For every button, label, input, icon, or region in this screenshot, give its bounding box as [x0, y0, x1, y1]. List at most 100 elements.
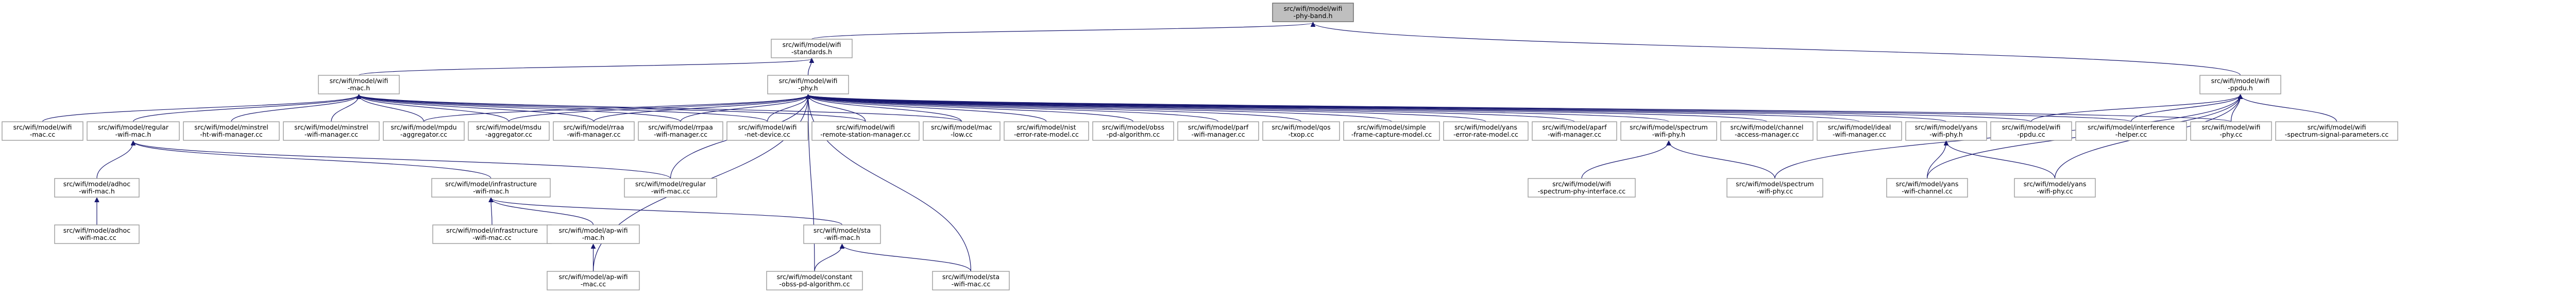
file-node[interactable]: src/wifi/model/ideal-wifi-manager.cc [1817, 121, 1902, 141]
file-node[interactable]: src/wifi/model/channel-access-manager.cc [1720, 121, 1814, 141]
node-box [1886, 178, 1968, 198]
node-label-line: -wifi-mac.cc [651, 187, 690, 195]
node-box [2190, 121, 2272, 141]
node-label-line: src/wifi/model/wifi [2308, 123, 2366, 131]
file-node[interactable]: src/wifi/model/adhoc-wifi-mac.h [54, 178, 140, 198]
file-node[interactable]: src/wifi/model/sta-wifi-mac.cc [932, 271, 1010, 290]
node-label-line: -aggregator.cc [400, 131, 447, 138]
node-box [1004, 121, 1089, 141]
node-box [1905, 121, 1987, 141]
node-label-line: -mac.h [582, 234, 604, 241]
file-node[interactable]: src/wifi/model/infrastructure-wifi-mac.h [431, 178, 551, 198]
file-node[interactable]: src/wifi/model/simple-frame-capture-mode… [1343, 121, 1440, 141]
file-node[interactable]: src/wifi/model/nist-error-rate-model.cc [1004, 121, 1089, 141]
file-node[interactable]: src/wifi/model/wifi-net-device.cc [726, 121, 808, 141]
node-label-line: src/wifi/model/spectrum [1630, 123, 1708, 131]
dependency-edge [1581, 141, 1669, 179]
file-node[interactable]: src/wifi/model/parf-wifi-manager.cc [1177, 121, 1259, 141]
dependency-edge [2130, 95, 2241, 122]
node-box [767, 75, 849, 94]
node-box [932, 271, 1010, 290]
node-label-line: src/wifi/model/msdu [476, 123, 541, 131]
dependency-edge [359, 95, 510, 122]
node-label-line: src/wifi/model/rraa [564, 123, 624, 131]
node-label-line: src/wifi/model/minstrel [194, 123, 268, 131]
node-label-line: -mac.h [348, 84, 370, 92]
dependency-edge [133, 141, 492, 179]
file-node[interactable]: src/wifi/model/aparf-wifi-manager.cc [1532, 121, 1617, 141]
dependency-edge [359, 95, 425, 122]
node-layer: src/wifi/model/wifi-phy-band.hsrc/wifi/m… [2, 3, 2398, 290]
node-label-line: src/wifi/model/yans [1896, 180, 1959, 188]
dependency-edge [2241, 95, 2337, 122]
file-node[interactable]: src/wifi/model/rraa-wifi-manager.cc [553, 121, 635, 141]
file-node[interactable]: src/wifi/model/wifi-spectrum-phy-interfa… [1528, 178, 1636, 198]
file-node[interactable]: src/wifi/model/interference-helper.cc [2075, 121, 2187, 141]
node-label-line: src/wifi/model/wifi [330, 77, 388, 85]
node-label-line: -pd-algorithm.cc [1107, 131, 1160, 138]
dependency-edge [508, 95, 808, 122]
file-node[interactable]: src/wifi/model/ap-wifi-mac.cc [547, 271, 640, 290]
dependency-edge [491, 198, 594, 225]
file-node[interactable]: src/wifi/model/rrpaa-wifi-manager.cc [638, 121, 723, 141]
file-node[interactable]: src/wifi/model/wifi-remote-station-manag… [811, 121, 920, 141]
node-label-line: src/wifi/model/wifi [738, 123, 797, 131]
node-label-line: src/wifi/model/wifi [2202, 123, 2261, 131]
file-node[interactable]: src/wifi/model/infrastructure-wifi-mac.c… [432, 224, 552, 244]
node-label-line: src/wifi/model/obss [1102, 123, 1164, 131]
node-box [468, 121, 550, 141]
file-node[interactable]: src/wifi/model/regular-wifi-mac.h [87, 121, 180, 141]
file-node[interactable]: src/wifi/model/spectrum-wifi-phy.cc [1726, 178, 1823, 198]
file-node[interactable]: src/wifi/model/wifi-standards.h [771, 39, 853, 58]
node-box [771, 39, 853, 58]
node-label-line: src/wifi/model/spectrum [1736, 180, 1814, 188]
node-label-line: -obss-pd-algorithm.cc [779, 280, 850, 288]
node-box [318, 75, 400, 94]
file-node[interactable]: src/wifi/model/qos-txop.cc [1262, 121, 1340, 141]
node-label-line: -aggregator.cc [485, 131, 532, 138]
file-node[interactable]: src/wifi/model/msdu-aggregator.cc [468, 121, 550, 141]
file-node[interactable]: src/wifi/model/constant-obss-pd-algorith… [766, 271, 863, 290]
file-node[interactable]: src/wifi/model/sta-wifi-mac.h [803, 224, 881, 244]
file-node[interactable]: src/wifi/model/minstrel-wifi-manager.cc [283, 121, 380, 141]
file-node[interactable]: src/wifi/model/ap-wifi-mac.h [547, 224, 640, 244]
file-node[interactable]: src/wifi/model/obss-pd-algorithm.cc [1092, 121, 1174, 141]
node-box [1720, 121, 1814, 141]
node-label-line: src/wifi/model/simple [1357, 123, 1426, 131]
node-label-line: -helper.cc [2115, 131, 2147, 138]
dependency-edge [358, 59, 812, 76]
file-node[interactable]: src/wifi/model/adhoc-wifi-mac.cc [54, 224, 140, 244]
file-node[interactable]: src/wifi/model/yans-wifi-phy.cc [2014, 178, 2096, 198]
file-node[interactable]: src/wifi/model/yans-wifi-channel.cc [1886, 178, 1968, 198]
node-label-line: src/wifi/model/wifi [2002, 123, 2061, 131]
file-node[interactable]: src/wifi/model/regular-wifi-mac.cc [624, 178, 717, 198]
node-box [923, 121, 1001, 141]
file-node[interactable]: src/wifi/model/wifi-ppdu.h [2199, 75, 2281, 94]
node-label-line: src/wifi/model/constant [777, 273, 853, 281]
node-box [1262, 121, 1340, 141]
dependency-edge [1946, 141, 2056, 179]
file-node[interactable]: src/wifi/model/yans-wifi-phy.h [1905, 121, 1987, 141]
file-node[interactable]: src/wifi/model/wifi-spectrum-signal-para… [2275, 121, 2398, 141]
node-label-line: -spectrum-phy-interface.cc [1538, 187, 1626, 195]
file-node[interactable]: src/wifi/model/wifi-phy.cc [2190, 121, 2272, 141]
node-box [1528, 178, 1636, 198]
file-node[interactable]: src/wifi/model/minstrel-ht-wifi-manager.… [183, 121, 280, 141]
file-node[interactable]: src/wifi/model/yans-error-rate-model.cc [1443, 121, 1529, 141]
dependency-edge [814, 245, 842, 272]
dependency-edge [808, 95, 1302, 122]
file-node[interactable]: src/wifi/model/wifi-mac.h [318, 75, 400, 94]
node-box [2199, 75, 2281, 94]
node-label-line: src/wifi/model/infrastructure [446, 226, 538, 234]
node-box [1817, 121, 1902, 141]
file-node[interactable]: src/wifi/model/mac-low.cc [923, 121, 1001, 141]
file-node[interactable]: src/wifi/model/mpdu-aggregator.cc [383, 121, 465, 141]
file-node[interactable]: src/wifi/model/wifi-mac.cc [2, 121, 83, 141]
node-box [1990, 121, 2072, 141]
file-node[interactable]: src/wifi/model/wifi-phy.h [767, 75, 849, 94]
node-label-line: src/wifi/model/nist [1016, 123, 1076, 131]
dependency-edge [1669, 141, 1775, 179]
file-node[interactable]: src/wifi/model/spectrum-wifi-phy.h [1620, 121, 1717, 141]
node-label-line: src/wifi/model/qos [1272, 123, 1330, 131]
file-node[interactable]: src/wifi/model/wifi-ppdu.cc [1990, 121, 2072, 141]
